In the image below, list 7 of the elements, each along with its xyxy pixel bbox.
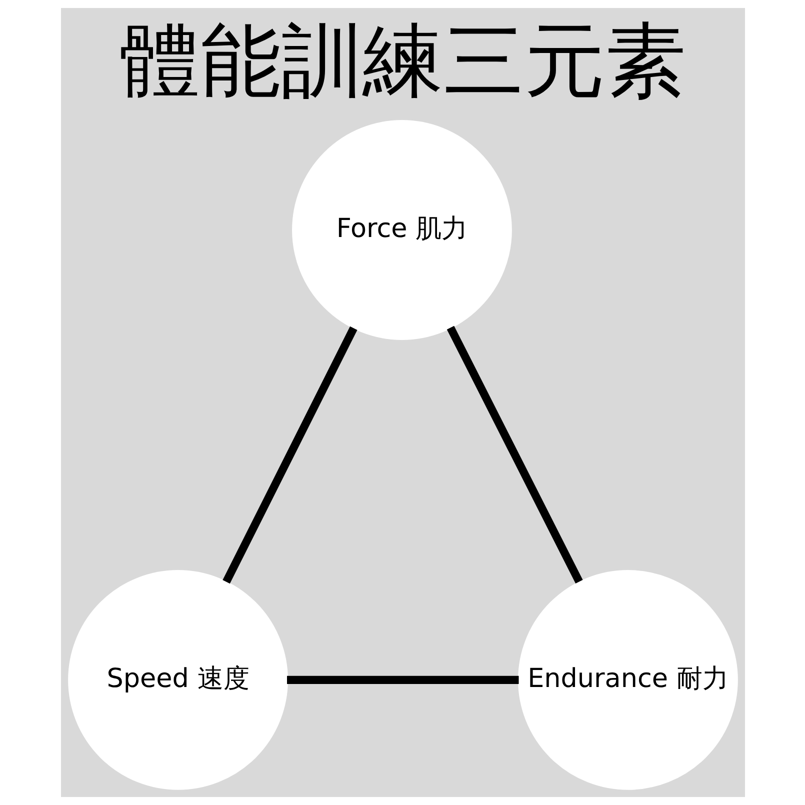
diagram-title: 體能訓練三元素	[119, 14, 686, 109]
node-circle: Endurance 耐力	[518, 570, 738, 790]
connector	[446, 326, 582, 584]
node-circle: Speed 速度	[68, 570, 288, 790]
connector	[286, 676, 518, 684]
node-circle: Force 肌力	[292, 120, 512, 340]
connector	[222, 326, 357, 584]
